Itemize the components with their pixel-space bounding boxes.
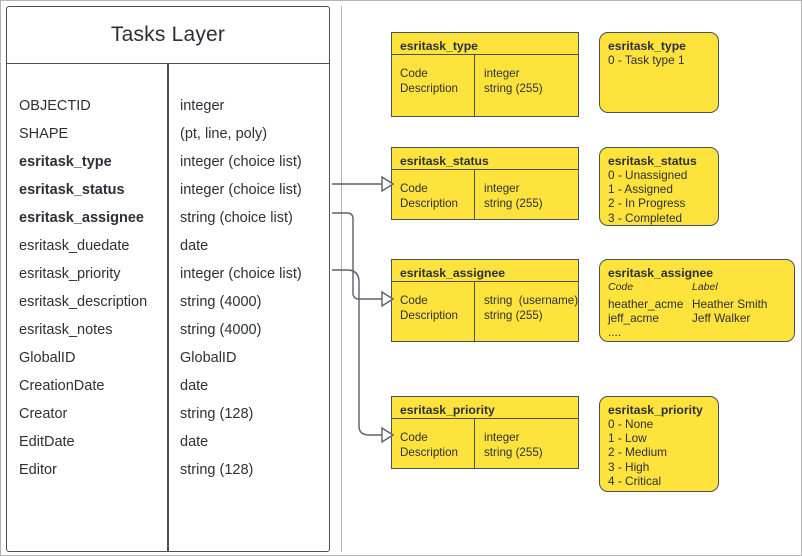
schema-box-esritask-priority[interactable]: esritask_priority Code Description integ… [391,396,579,469]
schema-box-title: esritask_status [392,148,578,170]
schema-column-divider [474,282,476,341]
field-row: esritask_description string (4000) [7,288,329,316]
value-box-title: esritask_status [608,154,697,168]
field-row: OBJECTID integer [7,92,329,120]
field-type: (pt, line, poly) [180,126,268,142]
schema-column-divider [474,170,476,219]
schema-column-divider [474,55,476,116]
field-type: date [180,378,209,394]
value-box-esritask-status[interactable]: esritask_status 0 - Unassigned 1 - Assig… [599,147,719,226]
field-name: esritask_status [19,182,125,198]
field-row: esritask_notes string (4000) [7,316,329,344]
field-name: Creator [19,406,68,422]
schema-field-types: string (username) string (255) [484,294,579,322]
field-row: Creator string (128) [7,400,329,428]
field-row: GlobalID GlobalID [7,344,329,372]
field-name: esritask_description [19,294,148,310]
field-type: string (choice list) [180,210,293,226]
field-type: integer [180,98,225,114]
value-box-esritask-priority[interactable]: esritask_priority 0 - None 1 - Low 2 - M… [599,396,719,492]
schema-field-types: integer string (255) [484,182,543,210]
value-box-list: 0 - Task type 1 [608,53,685,67]
field-type: integer (choice list) [180,182,302,198]
field-type: string (128) [180,406,254,422]
field-name: OBJECTID [19,98,91,114]
assignee-code-header: Code [608,281,634,293]
value-box-rows: heather_acme jeff_acme .... Heather Smit… [600,297,794,343]
field-name: esritask_duedate [19,238,130,254]
schema-column-divider [474,419,476,468]
value-box-esritask-type[interactable]: esritask_type 0 - Task type 1 [599,32,719,113]
schema-field-types: integer string (255) [484,431,543,459]
value-box-title: esritask_assignee [608,266,714,280]
schema-box-esritask-status[interactable]: esritask_status Code Description integer… [391,147,579,220]
schema-field-names: Code Description [400,431,458,459]
field-name: esritask_priority [19,266,121,282]
field-type: string (128) [180,462,254,478]
field-type: integer (choice list) [180,266,302,282]
field-row: Editor string (128) [7,456,329,484]
schema-box-title: esritask_priority [392,397,578,419]
value-box-list: 0 - None 1 - Low 2 - Medium 3 - High 4 -… [608,417,668,488]
value-box-title: esritask_priority [608,403,703,417]
field-row: esritask_status integer (choice list) [7,176,329,204]
field-name: esritask_notes [19,322,113,338]
schema-box-esritask-assignee[interactable]: esritask_assignee Code Description strin… [391,259,579,342]
schema-field-types: integer string (255) [484,67,543,95]
field-name: EditDate [19,434,75,450]
field-type: string (4000) [180,294,262,310]
assignee-labels: Heather Smith Jeff Walker [692,297,768,326]
field-row: CreationDate date [7,372,329,400]
field-name: GlobalID [19,350,76,366]
value-box-title: esritask_type [608,39,686,53]
schema-field-names: Code Description [400,294,458,322]
value-box-table: Code Label [600,280,794,296]
field-row: esritask_duedate date [7,232,329,260]
field-name: CreationDate [19,378,105,394]
field-name: esritask_assignee [19,210,144,226]
page-title: Tasks Layer [7,7,329,64]
schema-box-title: esritask_assignee [392,260,578,282]
assignee-label-header: Label [692,281,718,293]
value-box-esritask-assignee[interactable]: esritask_assignee Code Label heather_acm… [599,259,795,342]
schema-field-names: Code Description [400,182,458,210]
field-row: esritask_assignee string (choice list) [7,204,329,232]
field-row: SHAPE (pt, line, poly) [7,120,329,148]
field-type: GlobalID [180,350,237,366]
field-type: date [180,238,209,254]
schema-box-esritask-type[interactable]: esritask_type Code Description integer s… [391,32,579,117]
column-divider [167,64,169,551]
field-type: date [180,434,209,450]
field-row: esritask_priority integer (choice list) [7,260,329,288]
field-type: integer (choice list) [180,154,302,170]
schema-field-names: Code Description [400,67,458,95]
field-name: esritask_type [19,154,112,170]
field-row: esritask_type integer (choice list) [7,148,329,176]
schema-box-title: esritask_type [392,33,578,55]
field-name: SHAPE [19,126,69,142]
field-row: EditDate date [7,428,329,456]
value-box-list: 0 - Unassigned 1 - Assigned 2 - In Progr… [608,168,688,225]
assignee-codes: heather_acme jeff_acme .... [608,297,684,340]
field-type: string (4000) [180,322,262,338]
field-name: Editor [19,462,57,478]
